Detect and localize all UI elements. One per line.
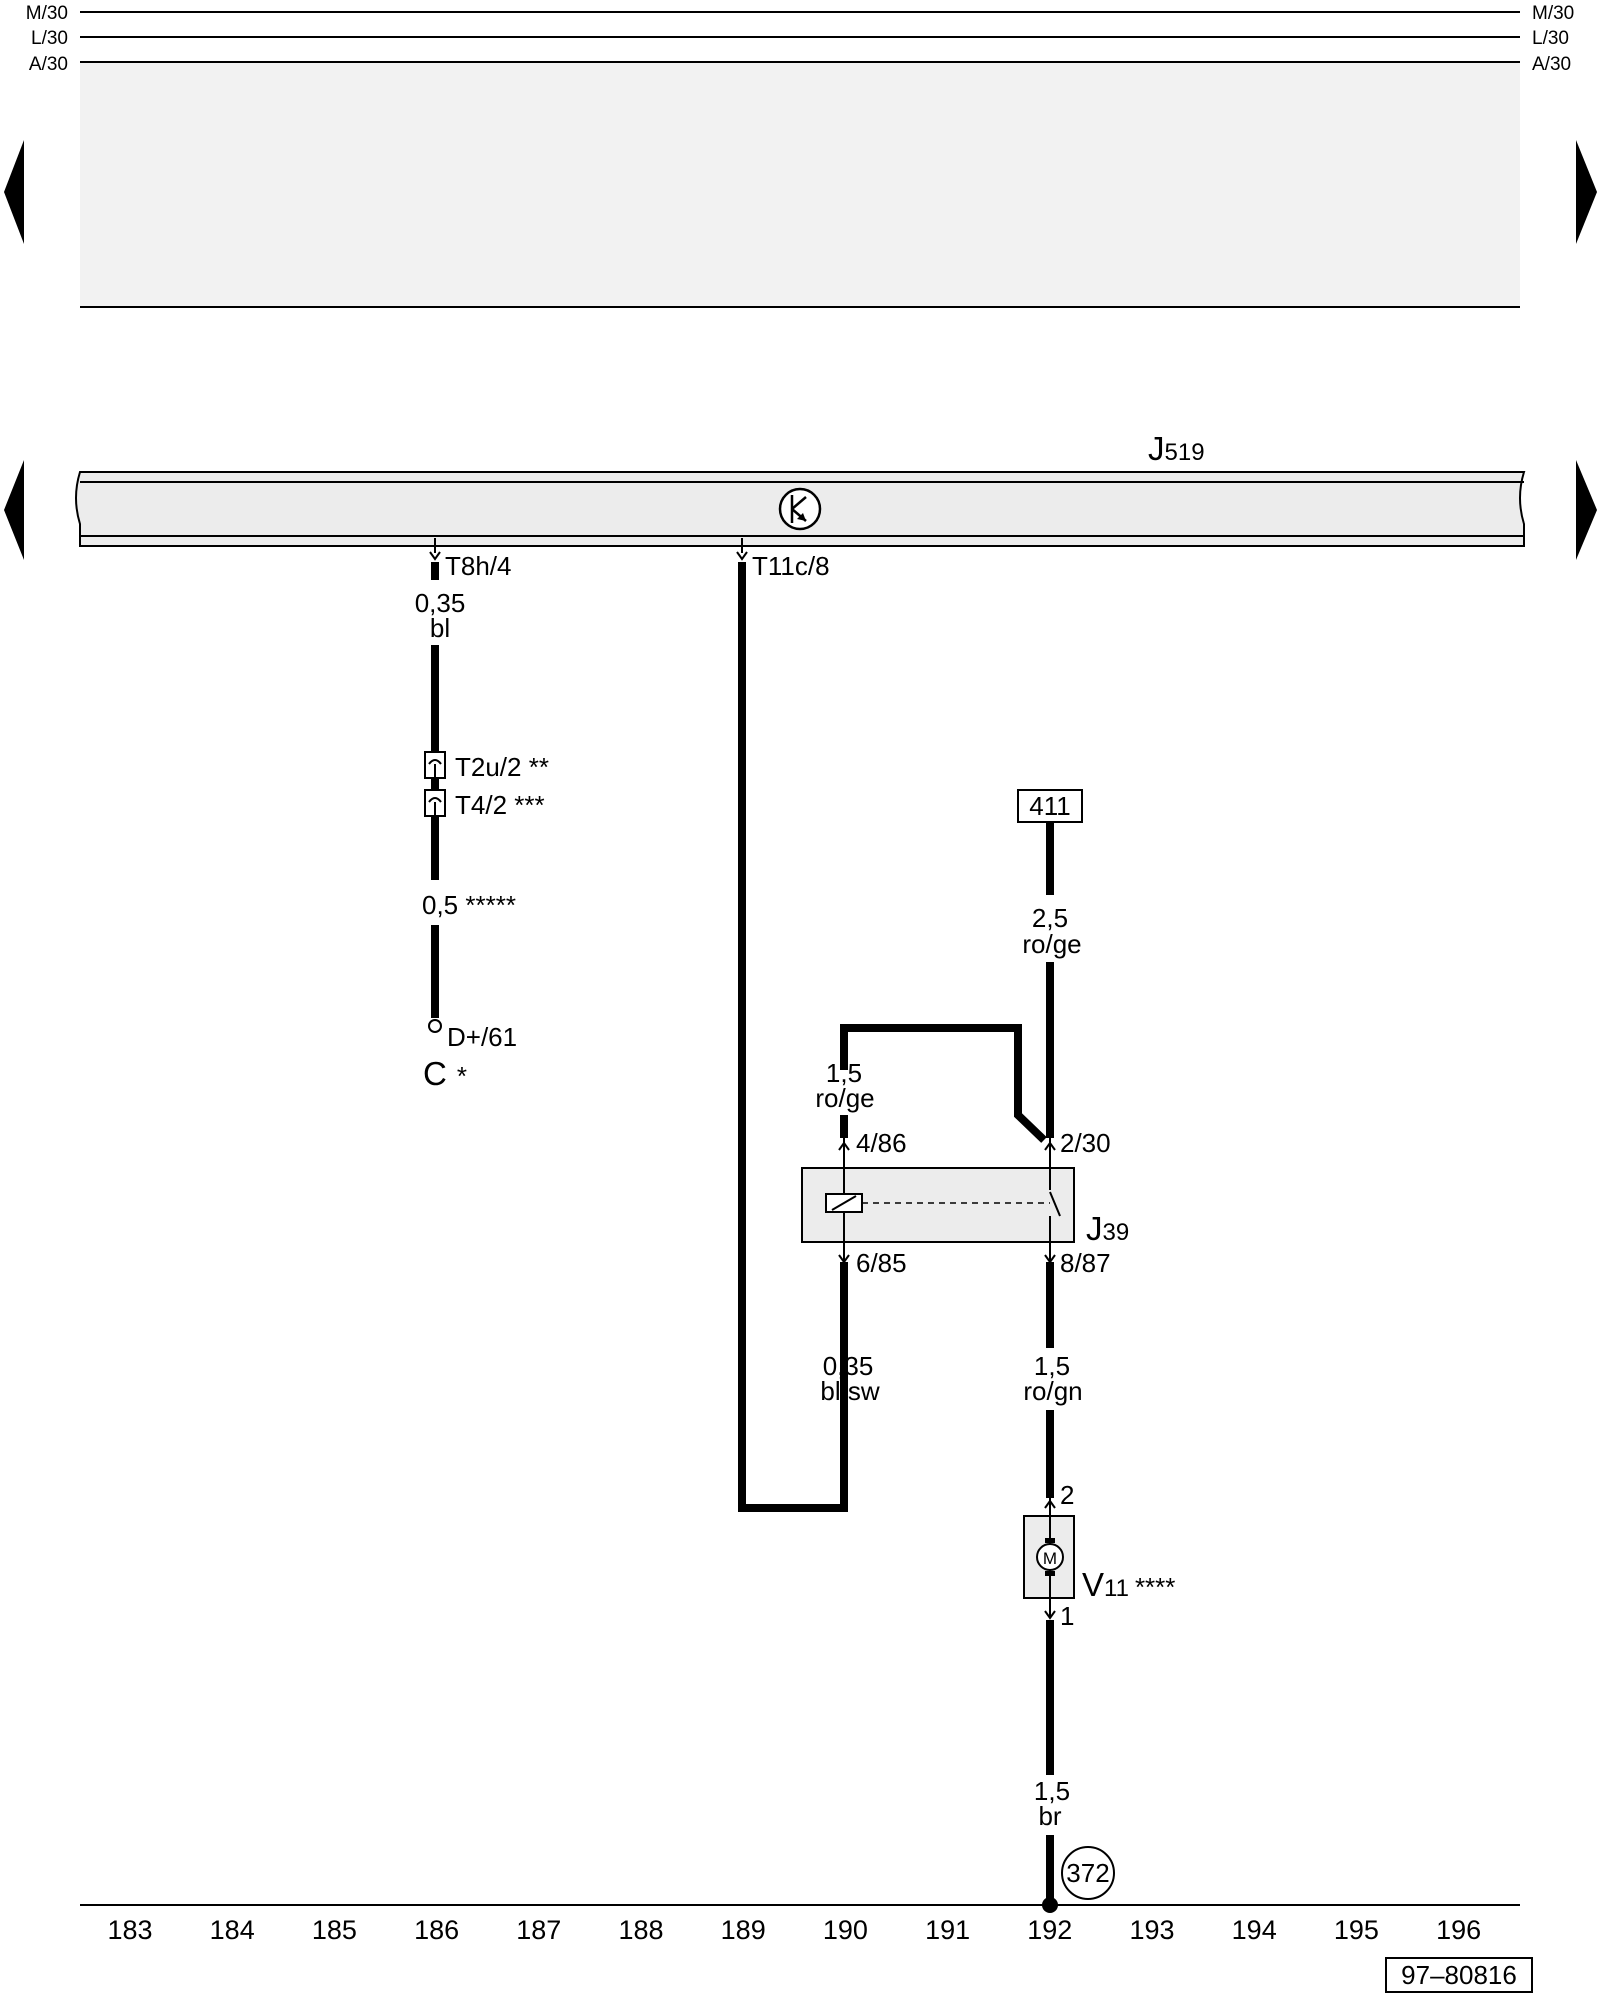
wire-t8h-dplus: T8h/4 0,35 bl T2u/2 ** T4/2 *** 0,5 ****… bbox=[415, 538, 549, 1092]
rail-label-left-a30: A/30 bbox=[29, 54, 68, 75]
column-number: 184 bbox=[210, 1915, 255, 1945]
wire-w2-size: 0,5 ***** bbox=[422, 890, 516, 920]
column-number: 187 bbox=[516, 1915, 561, 1945]
wire-w3-color: ro/ge bbox=[1022, 929, 1081, 959]
top-rail-section: M/30 L/30 A/30 M/30 L/30 A/30 bbox=[4, 3, 1597, 308]
rail-label-right-m30: M/30 bbox=[1532, 3, 1574, 24]
doc-id-box bbox=[1385, 1957, 1533, 1993]
pin-t8h4-label: T8h/4 bbox=[445, 551, 512, 581]
motor-v11-label: V11**** bbox=[1082, 1566, 1175, 1603]
pin-887-label: 8/87 bbox=[1060, 1248, 1111, 1278]
doc-id: 97–80816 bbox=[1385, 1957, 1533, 1993]
module-j519: J519 bbox=[4, 430, 1597, 560]
wire-w1-size: 0,35 bbox=[415, 588, 466, 618]
wire-w7-size: 1,5 bbox=[1034, 1776, 1070, 1806]
rail-label-left-m30: M/30 bbox=[26, 3, 68, 24]
terminal-icon bbox=[428, 1019, 442, 1033]
column-number: 186 bbox=[414, 1915, 459, 1945]
svg-text:M: M bbox=[1043, 1549, 1057, 1568]
pin-t42-label: T4/2 *** bbox=[455, 790, 545, 820]
connector-arrow-icon bbox=[1044, 1499, 1056, 1509]
wire-w5-color: bl/sw bbox=[820, 1376, 879, 1406]
column-number: 193 bbox=[1129, 1915, 1174, 1945]
connector-arrow-icon bbox=[838, 1141, 850, 1151]
connector-arrow-icon bbox=[429, 551, 441, 561]
pin-685-label: 6/85 bbox=[856, 1248, 907, 1278]
connector-arrow-icon bbox=[736, 551, 748, 561]
wire-t11c-loop: T11c/8 0,35 bl/sw bbox=[736, 538, 880, 1512]
pin-t2u2-label: T2u/2 ** bbox=[455, 752, 549, 782]
doc-id-label: 97–80816 bbox=[1401, 1960, 1517, 1990]
motor-m-icon: M bbox=[1036, 1516, 1064, 1598]
wire-w6-size: 1,5 bbox=[1034, 1351, 1070, 1381]
wire-w3-size: 2,5 bbox=[1032, 903, 1068, 933]
wire-bridge: 1,5 ro/ge bbox=[815, 1024, 1047, 1143]
ref-411-box[interactable] bbox=[1017, 789, 1083, 823]
module-j519-label: J519 bbox=[1148, 430, 1205, 467]
triangle-right-icon[interactable] bbox=[1576, 140, 1597, 244]
column-number: 191 bbox=[925, 1915, 970, 1945]
databus-k-icon bbox=[778, 487, 822, 531]
relay-j39: 4/86 2/30 J39 6/85 8/87 bbox=[801, 1128, 1129, 1278]
wire-w4-color: ro/ge bbox=[815, 1083, 874, 1113]
pin-t11c8-label: T11c/8 bbox=[752, 551, 830, 581]
column-number: 195 bbox=[1334, 1915, 1379, 1945]
column-number: 185 bbox=[312, 1915, 357, 1945]
ref-411-label: 411 bbox=[1029, 791, 1070, 821]
motor-v11: M V11**** bbox=[1023, 1515, 1175, 1603]
column-number: 189 bbox=[721, 1915, 766, 1945]
wire-w5-size: 0,35 bbox=[823, 1351, 874, 1381]
ground-372-label: 372 bbox=[1066, 1858, 1109, 1888]
ref-411: 411 2,5 ro/ge bbox=[1017, 789, 1083, 1138]
relay-j39-label: J39 bbox=[1086, 1210, 1129, 1247]
rail-label-right-a30: A/30 bbox=[1532, 54, 1571, 75]
column-number: 183 bbox=[107, 1915, 152, 1945]
column-number: 192 bbox=[1027, 1915, 1072, 1945]
top-rail-background bbox=[80, 62, 1520, 307]
ground-372-circle[interactable] bbox=[1061, 1846, 1115, 1900]
wire-w6-color: ro/gn bbox=[1023, 1376, 1082, 1406]
connector-arrow-icon bbox=[1044, 1141, 1056, 1151]
wire-w1-color: bl bbox=[430, 613, 450, 643]
column-number: 188 bbox=[618, 1915, 663, 1945]
rail-label-right-l30: L/30 bbox=[1532, 28, 1569, 49]
triangle-right-icon[interactable] bbox=[1576, 460, 1597, 560]
relay-switch-icon bbox=[1049, 1168, 1061, 1242]
connector-t2u-icon bbox=[424, 751, 446, 779]
connector-t4-icon bbox=[424, 789, 446, 817]
connector-arrow-icon bbox=[1044, 1610, 1056, 1620]
pin-dplus61-label: D+/61 bbox=[447, 1022, 517, 1052]
column-ruler: 183 184 185 186 187 188 189 190 191 192 193 194 195 1… bbox=[80, 1904, 1520, 1945]
column-number: 196 bbox=[1436, 1915, 1481, 1945]
connector-arrow-icon bbox=[838, 1254, 850, 1264]
pin-v11-1-label: 1 bbox=[1060, 1601, 1074, 1631]
relay-coil-icon bbox=[825, 1168, 863, 1242]
wire-w4-size: 1,5 bbox=[826, 1058, 862, 1088]
column-labels: 183 184 185 186 187 188 189 190 191 192 193 194 195 1… bbox=[107, 1915, 1481, 1945]
wire-v11: 1,5 ro/gn 2 M V11**** 1 1,5 br 372 bbox=[1023, 1262, 1175, 1913]
column-number: 194 bbox=[1232, 1915, 1277, 1945]
triangle-left-icon[interactable] bbox=[4, 460, 24, 560]
triangle-left-icon[interactable] bbox=[4, 140, 24, 244]
column-number: 190 bbox=[823, 1915, 868, 1945]
pin-v11-2-label: 2 bbox=[1060, 1480, 1074, 1510]
pin-230-label: 2/30 bbox=[1060, 1128, 1111, 1158]
pin-486-label: 4/86 bbox=[856, 1128, 907, 1158]
rail-label-left-l30: L/30 bbox=[31, 28, 68, 49]
component-c-label: C* bbox=[423, 1055, 467, 1092]
wire-w7-color: br bbox=[1038, 1801, 1061, 1831]
